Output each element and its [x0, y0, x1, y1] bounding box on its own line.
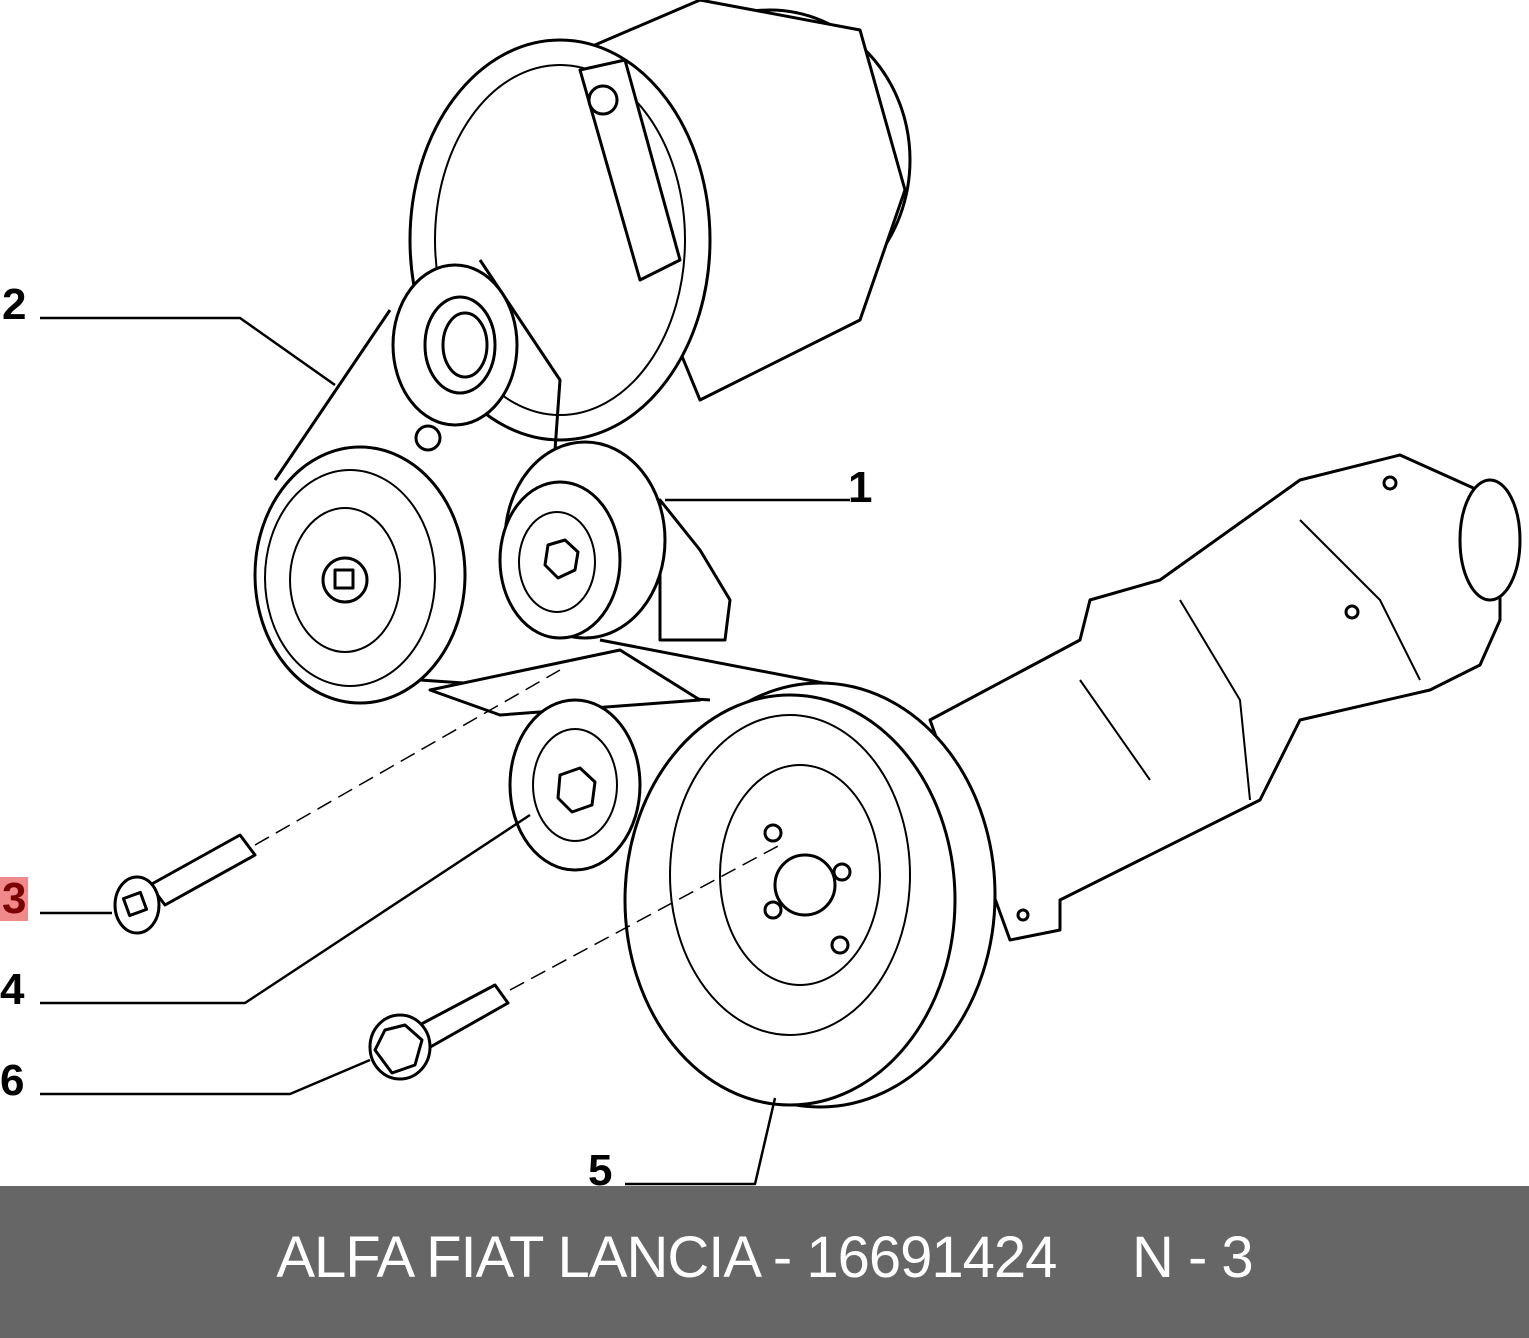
idler-pulley-small — [428, 648, 702, 872]
idler-pulley-large — [253, 445, 467, 705]
leader-line-5 — [625, 1097, 777, 1186]
callout-4[interactable]: 4 — [0, 965, 25, 1014]
parts-diagram — [40, 0, 1522, 1186]
callout-5[interactable]: 5 — [588, 1146, 613, 1195]
crankshaft-pulley — [623, 681, 997, 1109]
leader-line-2 — [40, 316, 336, 387]
flange-bolt — [368, 983, 510, 1081]
callout-2[interactable]: 2 — [2, 280, 27, 329]
callout-6[interactable]: 6 — [0, 1056, 25, 1105]
leader-lines — [40, 316, 850, 1186]
part-number-caption: ALFA FIAT LANCIA - 16691424 N - 3 — [276, 1225, 1253, 1290]
tensioner-pulley — [498, 440, 732, 642]
callout-3-highlighted[interactable]: 3 — [0, 874, 29, 923]
leader-line-6 — [40, 1058, 371, 1096]
crankshaft — [928, 453, 1522, 942]
leader-line-4 — [40, 813, 531, 1005]
assembly-axes — [254, 669, 781, 991]
callout-1[interactable]: 1 — [848, 463, 873, 512]
footer-bar: ALFA FIAT LANCIA - 16691424 N - 3 — [0, 1186, 1529, 1338]
alternator-pulley — [391, 263, 519, 452]
socket-head-bolt — [113, 833, 257, 935]
